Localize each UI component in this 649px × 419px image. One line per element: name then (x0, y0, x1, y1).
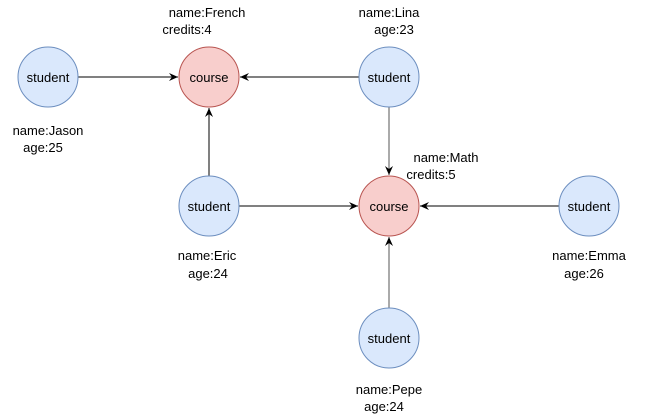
eric-name-label: name:Eric (178, 248, 237, 263)
node-course-math[interactable]: course (358, 175, 420, 237)
node-label: student (188, 199, 231, 214)
pepe-age-label: age:24 (364, 399, 404, 414)
french-credits-label: credits:4 (162, 22, 211, 37)
eric-age-label: age:24 (188, 266, 228, 281)
node-label: student (368, 331, 411, 346)
node-course-french[interactable]: course (178, 46, 240, 108)
node-label: course (189, 70, 228, 85)
node-student-eric[interactable]: student (178, 175, 240, 237)
node-label: student (368, 70, 411, 85)
node-label: student (27, 70, 70, 85)
node-student-lina[interactable]: student (358, 46, 420, 108)
emma-age-label: age:26 (564, 266, 604, 281)
node-student-emma[interactable]: student (558, 175, 620, 237)
lina-name-label: name:Lina (359, 5, 420, 20)
french-name-label: name:French (169, 5, 246, 20)
jason-age-label: age:25 (23, 140, 63, 155)
node-label: course (369, 199, 408, 214)
node-label: student (568, 199, 611, 214)
math-name-label: name:Math (413, 150, 478, 165)
node-student-jason[interactable]: student (17, 46, 79, 108)
emma-name-label: name:Emma (552, 248, 626, 263)
node-student-pepe[interactable]: student (358, 307, 420, 369)
jason-name-label: name:Jason (13, 123, 84, 138)
lina-age-label: age:23 (374, 22, 414, 37)
pepe-name-label: name:Pepe (356, 382, 423, 397)
math-credits-label: credits:5 (406, 167, 455, 182)
